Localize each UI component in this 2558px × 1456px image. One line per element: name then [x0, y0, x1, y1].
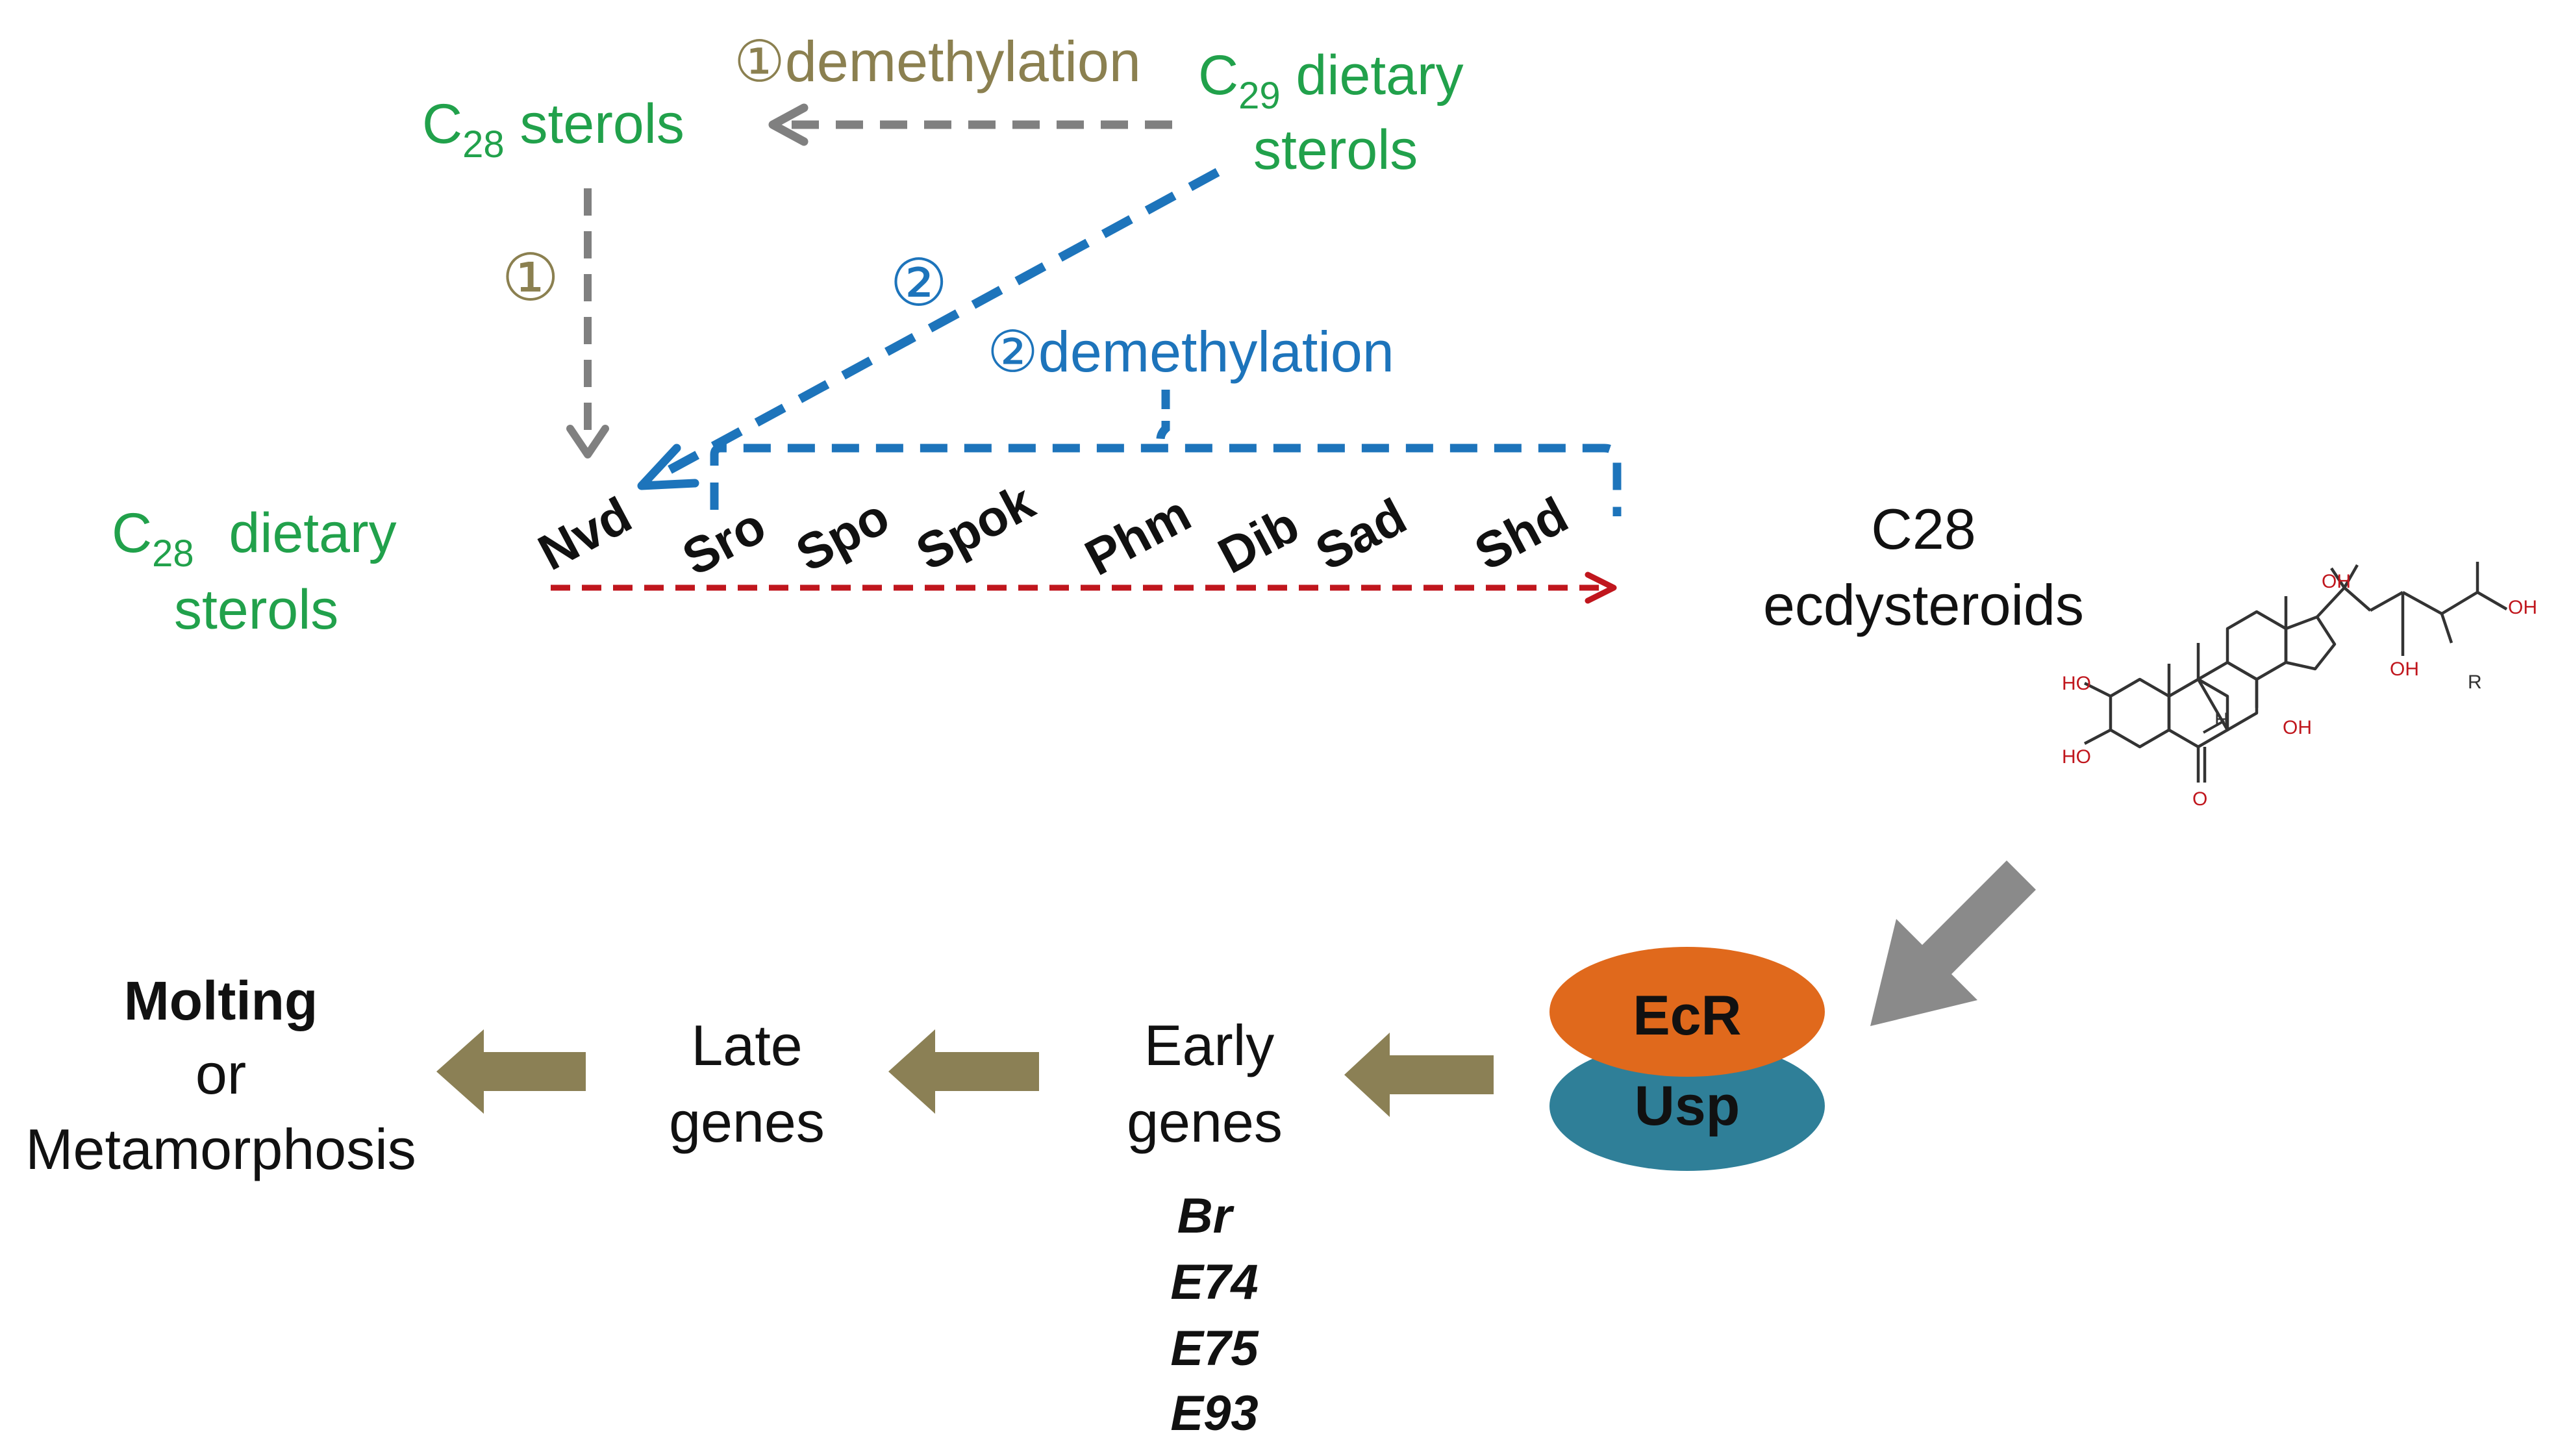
early-gene-e75: E75 — [1170, 1321, 1259, 1376]
early-genes-line2: genes — [1127, 1090, 1283, 1154]
c28-dietary-sterols-label: C28 dietary — [112, 502, 397, 575]
enzyme-dib: Dib — [1209, 496, 1308, 584]
ecr-label: EcR — [1633, 985, 1741, 1047]
early-gene-list: Br E74 E75 E93 — [1170, 1188, 1259, 1441]
enzyme-phm: Phm — [1076, 484, 1200, 586]
c29-to-nvd-blue-arrow — [653, 168, 1220, 482]
mol-h: H — [2214, 709, 2229, 731]
c28-ecdysteroids-line1: C28 — [1871, 497, 1975, 561]
c29-dietary-sterols-line2: sterols — [1253, 119, 1418, 181]
enzyme-labels: Nvd Sro Spo Spok Phm Dib Sad Shd — [529, 472, 1577, 586]
step1-demethylation-label: ①demethylation — [734, 29, 1141, 94]
outcome-line3: Metamorphosis — [25, 1117, 416, 1181]
enzyme-spo: Spo — [787, 487, 898, 583]
step2-marker: ② — [890, 247, 948, 320]
enzyme-nvd: Nvd — [529, 486, 640, 581]
c28-ecdysteroids-line2: ecdysteroids — [1763, 573, 2084, 637]
mol-o-keto: O — [2192, 788, 2207, 810]
late-genes-line1: Late — [691, 1013, 802, 1077]
ecr-ellipse — [1549, 947, 1825, 1077]
usp-label: Usp — [1635, 1075, 1740, 1137]
early-to-late-arrow — [888, 1029, 1039, 1114]
late-genes-line2: genes — [669, 1090, 825, 1154]
mol-ho-upper: HO — [2062, 673, 2091, 694]
mol-oh-14: OH — [2283, 717, 2312, 738]
c28-to-nvd-gray-arrowhead — [566, 425, 609, 458]
usp-ellipse — [1549, 1041, 1825, 1171]
late-to-outcome-arrow — [436, 1029, 586, 1114]
early-gene-br: Br — [1177, 1188, 1235, 1244]
ecdysteroid-structure-labels: HO HO H OH OH OH OH R O — [2062, 571, 2537, 810]
biosynthesis-red-arrowhead — [1585, 571, 1617, 604]
enzyme-sro: Sro — [673, 496, 775, 586]
outcome-line2: or — [195, 1042, 246, 1106]
mol-r-group: R — [2468, 672, 2482, 693]
c28-dietary-sterols-line2: sterols — [174, 579, 338, 641]
ecdysteroid-to-receptor-arrow — [1870, 860, 2036, 1026]
mol-ho-lower: HO — [2062, 746, 2091, 768]
early-genes-line1: Early — [1144, 1013, 1275, 1077]
mol-oh-22: OH — [2390, 659, 2419, 680]
mol-oh-25: OH — [2508, 597, 2537, 618]
c29-dietary-sterols-label: C29 dietary — [1198, 44, 1464, 117]
c28-sterols-label: C28 sterols — [422, 93, 684, 166]
early-gene-e74: E74 — [1170, 1255, 1258, 1310]
mol-oh-20: OH — [2322, 571, 2351, 592]
enzyme-shd: Shd — [1466, 486, 1577, 581]
step2-blue-bracket — [710, 444, 1622, 516]
ecdysteroid-structure — [2083, 562, 2508, 783]
receptor-to-early-arrow — [1344, 1033, 1494, 1117]
outcome-line1: Molting — [124, 970, 318, 1031]
c29-to-c28-gray-arrowhead — [768, 103, 809, 146]
enzyme-sad: Sad — [1307, 487, 1416, 581]
step1-marker: ① — [501, 242, 560, 314]
step2-bracket-stem — [1156, 390, 1170, 450]
step2-demethylation-label: ②demethylation — [987, 320, 1394, 384]
c29-to-nvd-blue-arrowhead — [637, 444, 699, 490]
early-gene-e93: E93 — [1170, 1386, 1258, 1441]
enzyme-spok: Spok — [907, 472, 1044, 581]
